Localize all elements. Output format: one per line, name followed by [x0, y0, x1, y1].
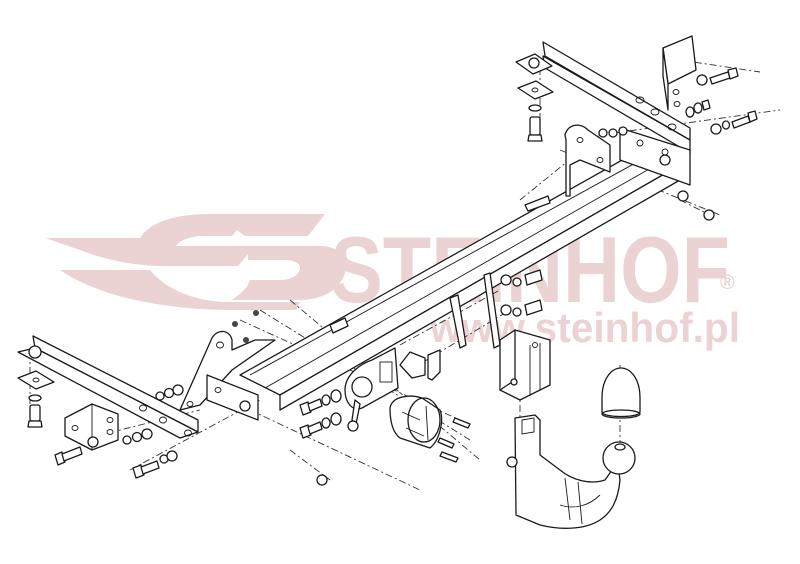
right-bolts — [685, 67, 758, 135]
center-bracket — [399, 269, 543, 381]
left-end-flange — [179, 310, 349, 421]
left-bolts — [54, 384, 184, 479]
steinhof-swoosh-logo — [45, 214, 346, 310]
right-end-flange — [524, 124, 715, 221]
left-square-plates — [17, 345, 55, 428]
left-angle-plate — [64, 403, 119, 451]
socket — [389, 395, 443, 449]
right-square-plates — [515, 53, 554, 142]
receiver-housing — [499, 329, 551, 401]
ball-cap — [601, 367, 641, 419]
socket-mount-bolts — [299, 389, 342, 486]
socket-plate — [344, 347, 399, 432]
tow-ball-neck — [506, 414, 636, 529]
right-angle-plate — [662, 35, 697, 111]
socket-screws — [437, 417, 471, 463]
watermark-registered-mark: ® — [720, 272, 735, 294]
watermark-url-text: www.steinhof.pl — [429, 304, 740, 351]
